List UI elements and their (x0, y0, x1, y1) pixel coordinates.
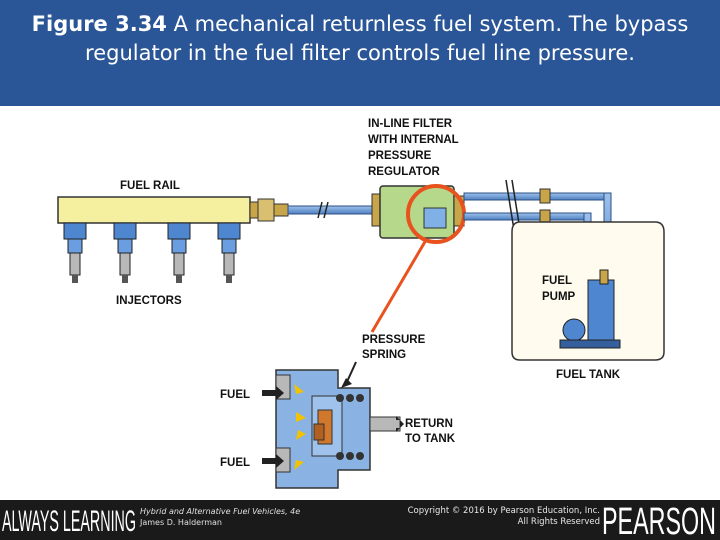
in-line-filter-label-2: WITH INTERNAL (368, 134, 459, 146)
fuel-rail-label: FUEL RAIL (120, 180, 180, 192)
flow-arrows (262, 361, 404, 468)
pressure-spring-label-2: SPRING (362, 349, 406, 361)
pearson-text: PEARSON (602, 502, 716, 538)
fuel-in-bottom-label: FUEL (220, 457, 250, 469)
injector (63, 222, 87, 283)
injector (113, 222, 137, 283)
rights-line: All Rights Reserved (517, 517, 600, 527)
figure-number: Figure 3.34 (31, 12, 167, 36)
figure-caption: Figure 3.34 A mechanical returnless fuel… (10, 10, 710, 68)
regulator-cutaway (275, 369, 401, 489)
slide-footer (0, 500, 720, 540)
injector (217, 222, 241, 283)
book-author: James D. Halderman (140, 518, 222, 527)
copyright-line: Copyright © 2016 by Pearson Education, I… (407, 506, 600, 516)
return-to-tank-label-1: RETURN (405, 418, 453, 430)
caption-text: A mechanical returnless fuel system. The… (85, 12, 689, 65)
pressure-spring-label-1: PRESSURE (362, 334, 426, 346)
in-line-filter-label-3: PRESSURE (368, 150, 432, 162)
return-to-tank-label-2: TO TANK (405, 433, 456, 445)
fuel-system-diagram: IN-LINE FILTER WITH INTERNAL PRESSURE RE… (0, 106, 720, 500)
injectors-label: INJECTORS (116, 295, 182, 307)
fuel-pump (559, 269, 621, 349)
fuel-pump-label-1: FUEL (542, 275, 572, 287)
label-group: IN-LINE FILTER WITH INTERNAL PRESSURE RE… (116, 118, 621, 469)
book-title: Hybrid and Alternative Fuel Vehicles, 4e (140, 507, 301, 516)
diagram-svg: IN-LINE FILTER WITH INTERNAL PRESSURE RE… (57, 118, 665, 489)
fuel-in-top-label: FUEL (220, 389, 250, 401)
in-line-filter (371, 185, 465, 239)
injector (167, 222, 191, 283)
fuel-pump-label-2: PUMP (542, 291, 576, 303)
fuel-rail (57, 196, 289, 224)
fuel-tank-label: FUEL TANK (556, 369, 621, 381)
always-learning-logo: ALWAYS LEARNING (2, 505, 136, 538)
callout-line (370, 239, 428, 333)
slide-header: Figure 3.34 A mechanical returnless fuel… (0, 0, 720, 106)
book-info: Hybrid and Alternative Fuel Vehicles, 4e… (140, 506, 300, 528)
supply-line (287, 201, 373, 219)
pearson-logo: PEARSON (602, 502, 716, 538)
copyright-notice: Copyright © 2016 by Pearson Education, I… (408, 506, 600, 528)
in-line-filter-label-1: IN-LINE FILTER (368, 118, 453, 130)
in-line-filter-label-4: REGULATOR (368, 166, 440, 178)
always-learning-text: ALWAYS LEARNING (2, 505, 136, 538)
